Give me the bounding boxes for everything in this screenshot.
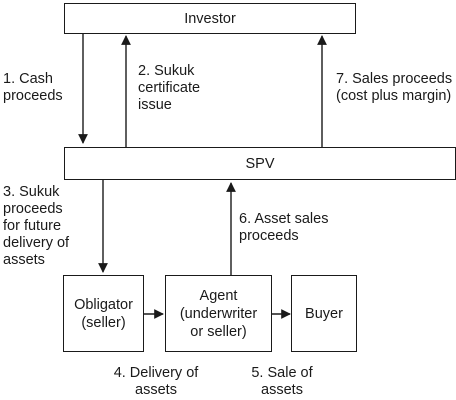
obligator-box: Obligator (seller) [63, 275, 144, 352]
investor-box: Investor [64, 3, 356, 34]
step3-label: 3. Sukuk proceeds for future delivery of… [3, 184, 70, 268]
buyer-box: Buyer [291, 275, 357, 352]
step1-label: 1. Cash proceeds [3, 71, 63, 104]
spv-box: SPV [64, 147, 456, 180]
spv-label: SPV [245, 155, 275, 172]
step4-label: 4. Delivery of assets [113, 365, 199, 398]
investor-label: Investor [184, 10, 236, 27]
step7-label: 7. Sales proceeds (cost plus margin) [336, 71, 453, 104]
step5-label: 5. Sale of assets [251, 365, 313, 398]
agent-label: Agent (underwriter or seller) [179, 287, 258, 340]
step2-label: 2. Sukuk certificate issue [138, 63, 201, 113]
step6-label: 6. Asset sales proceeds [239, 211, 329, 244]
buyer-label: Buyer [305, 305, 343, 322]
obligator-label: Obligator (seller) [74, 296, 133, 331]
agent-box: Agent (underwriter or seller) [165, 275, 272, 352]
